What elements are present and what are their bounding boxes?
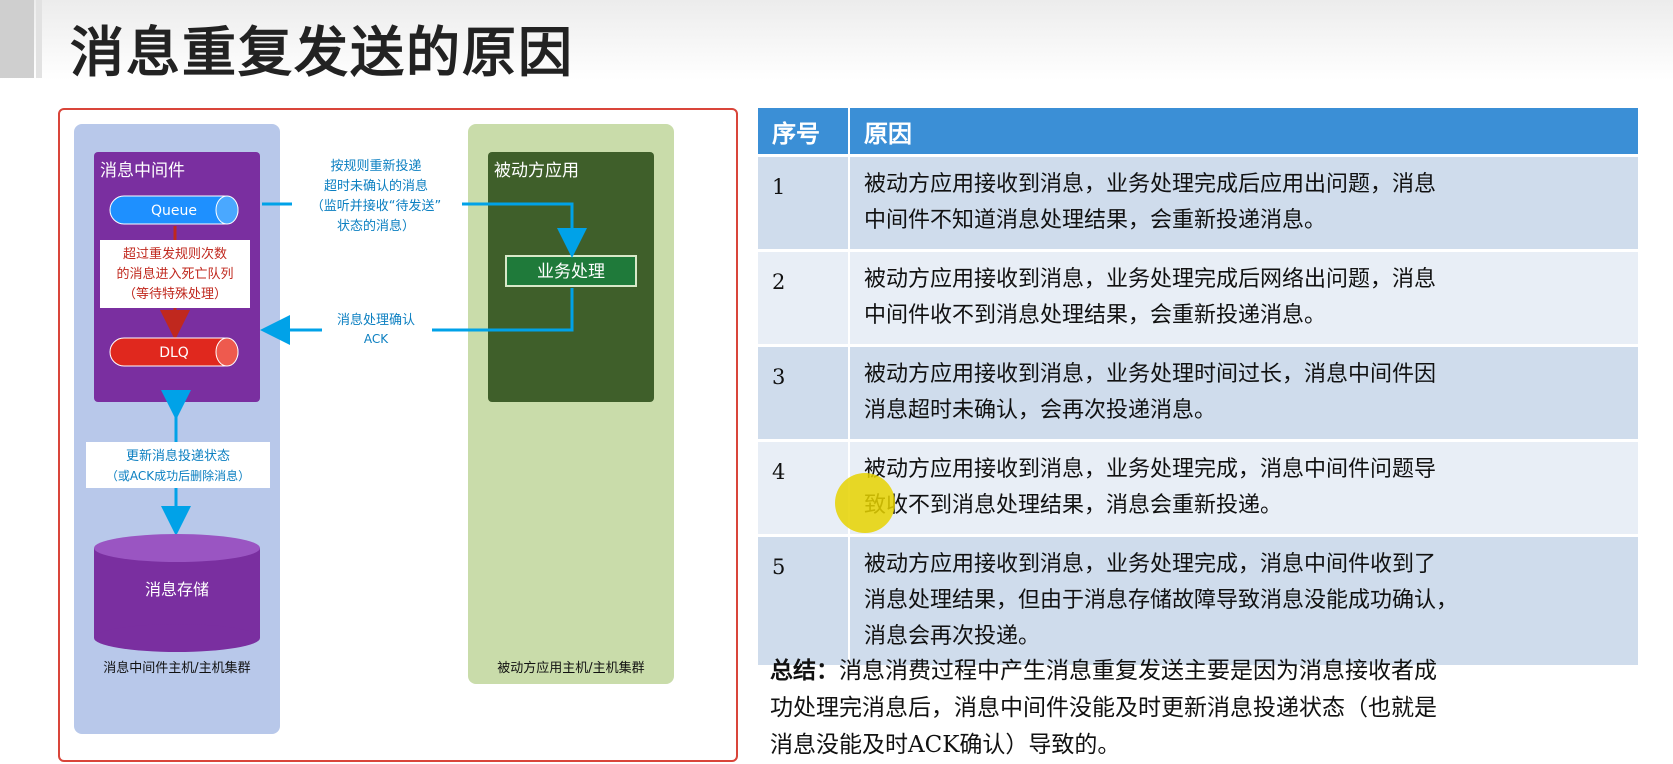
dlq-pill-end bbox=[215, 337, 239, 367]
title-accent-bar-secondary bbox=[36, 0, 42, 78]
dlq-label: DLQ bbox=[159, 345, 189, 361]
dead-letter-note-line-2: 的消息进入死亡队列 bbox=[116, 266, 233, 282]
reason-line: 被动方应用接收到消息，业务处理完成后网络出问题，消息 bbox=[864, 267, 1437, 292]
redeliver-note-bg bbox=[292, 152, 462, 240]
summary-label: 总结： bbox=[770, 657, 839, 684]
row-number: 3 bbox=[758, 344, 850, 441]
consumer-title: 被动方应用 bbox=[494, 161, 579, 181]
row-reason: 被动方应用接收到消息，业务处理完成后网络出问题，消息 中间件收不到消息处理结果，… bbox=[849, 249, 1640, 346]
architecture-diagram: 消息中间件 Queue 超过重发规则次数 的消息进入死亡队列 （等待特殊处理） … bbox=[58, 108, 738, 762]
row-reason: 被动方应用接收到消息，业务处理完成，消息中间件问题导 致收不到消息处理结果，消息… bbox=[849, 439, 1640, 536]
title-bar bbox=[0, 0, 1673, 80]
middleware-host-label: 消息中间件主机/主机集群 bbox=[103, 660, 250, 676]
reason-line: 中间件不知道消息处理结果，会重新投递消息。 bbox=[864, 208, 1327, 233]
table-row: 2 被动方应用接收到消息，业务处理完成后网络出问题，消息 中间件收不到消息处理结… bbox=[758, 249, 1640, 346]
summary-line-2: 功处理完消息后，消息中间件没能及时更新消息投递状态（也就是 bbox=[770, 695, 1437, 721]
reason-line: 被动方应用接收到消息，业务处理完成后应用出问题，消息 bbox=[864, 172, 1437, 197]
reason-line: 被动方应用接收到消息，业务处理时间过长，消息中间件因 bbox=[864, 362, 1437, 387]
dead-letter-note-bg bbox=[100, 240, 250, 308]
reason-line: 消息会再次投递。 bbox=[864, 624, 1041, 649]
update-note-line-2: （或ACK成功后删除消息） bbox=[106, 468, 250, 483]
storage-cylinder-bottom bbox=[94, 624, 260, 652]
redeliver-note-line-4: 状态的消息） bbox=[337, 218, 415, 234]
row-reason: 被动方应用接收到消息，业务处理时间过长，消息中间件因 消息超时未确认，会再次投递… bbox=[849, 344, 1640, 441]
ack-note-line-1: 消息处理确认 bbox=[337, 312, 415, 328]
redeliver-note-line-2: 超时未确认的消息 bbox=[324, 178, 428, 194]
summary-line-1: 总结：消息消费过程中产生消息重复发送主要是因为消息接收者成 bbox=[770, 652, 1640, 690]
dead-letter-note-line-3: （等待特殊处理） bbox=[123, 286, 227, 302]
reason-line: 消息超时未确认，会再次投递消息。 bbox=[864, 398, 1217, 423]
table-row: 3 被动方应用接收到消息，业务处理时间过长，消息中间件因 消息超时未确认，会再次… bbox=[758, 344, 1640, 441]
storage-label: 消息存储 bbox=[145, 580, 209, 599]
row-number: 1 bbox=[758, 154, 850, 251]
title-accent-bar bbox=[0, 0, 34, 78]
table-row: 4 被动方应用接收到消息，业务处理完成，消息中间件问题导 致收不到消息处理结果，… bbox=[758, 439, 1640, 536]
row-number: 5 bbox=[758, 534, 850, 665]
update-note-line-1: 更新消息投递状态 bbox=[126, 448, 230, 464]
column-header-reason: 原因 bbox=[849, 108, 1640, 156]
queue-label: Queue bbox=[151, 203, 197, 219]
table-header-row: 序号 原因 bbox=[758, 108, 1640, 156]
table-row: 5 被动方应用接收到消息，业务处理完成，消息中间件收到了 消息处理结果，但由于消… bbox=[758, 534, 1640, 665]
row-reason: 被动方应用接收到消息，业务处理完成，消息中间件收到了 消息处理结果，但由于消息存… bbox=[849, 534, 1640, 665]
ack-note-bg bbox=[322, 308, 432, 348]
ack-note-line-2: ACK bbox=[364, 332, 389, 346]
reason-line: 被动方应用接收到消息，业务处理完成，消息中间件收到了 bbox=[864, 552, 1437, 577]
reason-line: 消息处理结果，但由于消息存储故障导致消息没能成功确认， bbox=[864, 588, 1459, 613]
row-number: 4 bbox=[758, 439, 850, 536]
summary-text: 消息消费过程中产生消息重复发送主要是因为消息接收者成 bbox=[839, 658, 1437, 684]
table-row: 1 被动方应用接收到消息，业务处理完成后应用出问题，消息 中间件不知道消息处理结… bbox=[758, 154, 1640, 251]
dead-letter-note-line-1: 超过重发规则次数 bbox=[123, 246, 227, 262]
reason-table: 序号 原因 1 被动方应用接收到消息，业务处理完成后应用出问题，消息 中间件不知… bbox=[758, 108, 1640, 665]
consumer-host-label: 被动方应用主机/主机集群 bbox=[497, 660, 644, 676]
summary-paragraph: 总结：消息消费过程中产生消息重复发送主要是因为消息接收者成 功处理完消息后，消息… bbox=[770, 652, 1640, 764]
reason-line: 致收不到消息处理结果，消息会重新投递。 bbox=[864, 493, 1283, 518]
queue-pill-end bbox=[215, 195, 239, 225]
column-header-number: 序号 bbox=[758, 108, 850, 156]
summary-line-3: 消息没能及时ACK确认）导致的。 bbox=[770, 732, 1121, 758]
update-note-bg bbox=[86, 442, 270, 488]
redeliver-note-line-1: 按规则重新投递 bbox=[330, 158, 421, 174]
page-title: 消息重复发送的原因 bbox=[70, 21, 574, 84]
redeliver-note-line-3: （监听并接收“待发送” bbox=[311, 198, 441, 214]
reason-line: 中间件收不到消息处理结果，会重新投递消息。 bbox=[864, 303, 1327, 328]
row-number: 2 bbox=[758, 249, 850, 346]
storage-cylinder-top bbox=[94, 534, 260, 562]
middleware-title: 消息中间件 bbox=[100, 161, 185, 181]
storage-cylinder-body bbox=[94, 548, 260, 638]
reason-line: 被动方应用接收到消息，业务处理完成，消息中间件问题导 bbox=[864, 457, 1437, 482]
row-reason: 被动方应用接收到消息，业务处理完成后应用出问题，消息 中间件不知道消息处理结果，… bbox=[849, 154, 1640, 251]
business-process-label: 业务处理 bbox=[537, 262, 605, 282]
laser-pointer-highlight bbox=[835, 473, 895, 533]
